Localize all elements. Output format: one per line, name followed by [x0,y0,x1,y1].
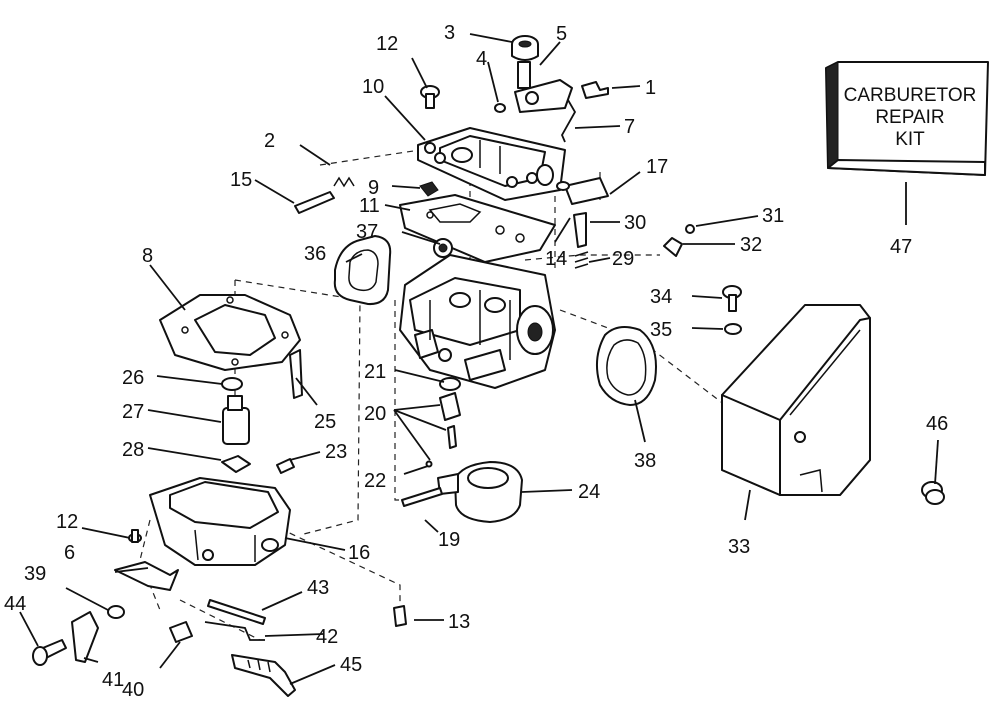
screw-17 [564,177,609,205]
valve-27 [222,395,250,445]
callout-46: 46 [926,413,948,435]
callout-45: 45 [340,654,362,676]
callout-30: 30 [624,212,646,234]
callout-20: 20 [364,403,386,425]
callout-41: 41 [102,669,124,691]
callout-2: 2 [264,130,275,152]
callout-12-top: 12 [376,33,398,55]
screw-12-top [420,85,440,109]
rod-43 [207,599,266,625]
callout-28: 28 [122,439,144,461]
callout-11: 11 [359,195,380,217]
callout-21: 21 [364,361,386,383]
clip-32 [663,237,683,257]
kit-label-line3: KIT [895,129,925,150]
callout-44: 44 [4,593,26,615]
callout-22: 22 [364,470,386,492]
callout-40: 40 [122,679,144,701]
screw-40 [169,621,193,643]
lever-41 [71,611,99,663]
callout-14: 14 [545,248,567,270]
callout-23: 23 [325,441,347,463]
repair-kit-box: CARBURETOR REPAIR KIT [825,61,989,176]
screw-34 [722,285,742,312]
callout-25: 25 [314,411,336,433]
callout-36: 36 [304,243,326,265]
washer-21 [439,377,461,391]
spring-29 [574,251,589,269]
callout-34: 34 [650,286,672,308]
callout-1: 1 [645,77,656,99]
washer-39 [107,605,125,619]
callout-15: 15 [230,169,252,191]
screw-13 [393,605,407,627]
float-bowl-cover [417,127,566,201]
callout-29: 29 [612,248,634,270]
callout-32: 32 [740,234,762,256]
air-silencer [721,304,871,496]
float-bowl [149,477,291,566]
callout-9: 9 [368,177,379,199]
cover-gasket [399,194,556,263]
callout-33: 33 [728,536,750,558]
callout-24: 24 [578,481,600,503]
bowl-gasket [159,294,301,371]
lever-5 [514,61,573,113]
callout-26: 26 [122,367,144,389]
callout-12-bottom: 12 [56,511,78,533]
callout-27: 27 [122,401,144,423]
jet-20 [439,392,461,421]
screw-31 [685,224,695,234]
callout-39: 39 [24,563,46,585]
float-24 [437,461,523,523]
callout-31: 31 [762,205,784,227]
callout-19: 19 [438,529,460,551]
callout-47: 47 [890,236,912,258]
callout-13: 13 [448,611,470,633]
screw-23 [276,458,295,474]
screw-12-bottom [128,529,142,543]
washer-35 [724,323,742,335]
callout-43: 43 [307,577,329,599]
plug-46 [921,481,945,505]
gasket-38 [595,325,657,406]
carburetor-body [399,238,556,389]
screw-30 [573,212,587,248]
flange-gasket-36 [333,235,392,306]
callout-4: 4 [476,48,487,70]
callout-35: 35 [650,319,672,341]
lever-6 [114,561,179,591]
nut-9 [419,181,439,197]
callout-3: 3 [444,22,455,44]
link-7 [560,99,577,143]
callouts: 1 2 3 4 5 6 7 8 9 10 11 12 12 13 14 15 1… [4,22,948,701]
needle-25 [289,349,303,399]
needle-20 [447,425,457,449]
callout-5: 5 [556,23,567,45]
callout-37: 37 [356,221,378,243]
callout-7: 7 [624,116,635,138]
cap-3 [511,35,539,61]
gasket-28 [221,455,251,473]
screw-1 [581,81,609,99]
kit-label-line1: CARBURETOR [844,85,977,106]
pin-19 [401,487,443,507]
lever-45 [231,654,296,697]
callout-42: 42 [316,626,338,648]
washer-26 [221,377,243,391]
callout-16: 16 [348,542,370,564]
callout-10: 10 [362,76,384,98]
callout-6: 6 [64,542,75,564]
spring-2 [333,176,355,188]
kit-label-line2: REPAIR [875,107,944,128]
link-42 [204,621,265,641]
callout-17: 17 [646,156,668,178]
callout-8: 8 [142,245,153,267]
screw-15 [294,191,335,214]
washer-4 [494,103,506,113]
leader-lines [19,33,939,685]
callout-38: 38 [634,450,656,472]
